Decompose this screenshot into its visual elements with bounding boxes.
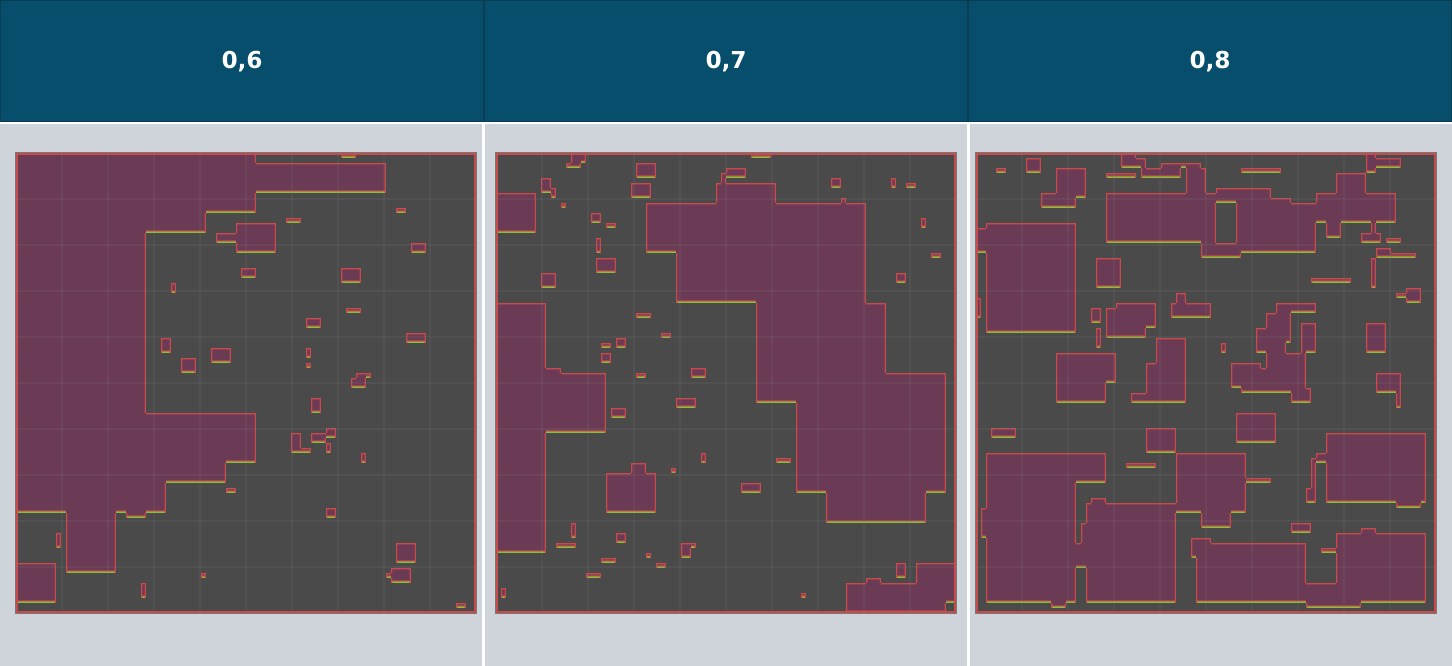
dungeon-map-2 <box>496 153 956 613</box>
dungeon-map-canvas <box>496 153 956 613</box>
header-cell-3: 0,8 <box>968 0 1452 122</box>
column-label: 0,6 <box>222 48 263 74</box>
column-label: 0,8 <box>1190 48 1231 74</box>
map-cell-1 <box>0 124 482 666</box>
column-label: 0,7 <box>706 48 747 74</box>
dungeon-map-1 <box>16 153 476 613</box>
dungeon-map-canvas <box>976 153 1436 613</box>
header-cell-2: 0,7 <box>484 0 968 122</box>
map-cell-2 <box>485 124 967 666</box>
dungeon-map-canvas <box>16 153 476 613</box>
map-cell-3 <box>970 124 1452 666</box>
header-cell-1: 0,6 <box>0 0 484 122</box>
dungeon-map-3 <box>976 153 1436 613</box>
